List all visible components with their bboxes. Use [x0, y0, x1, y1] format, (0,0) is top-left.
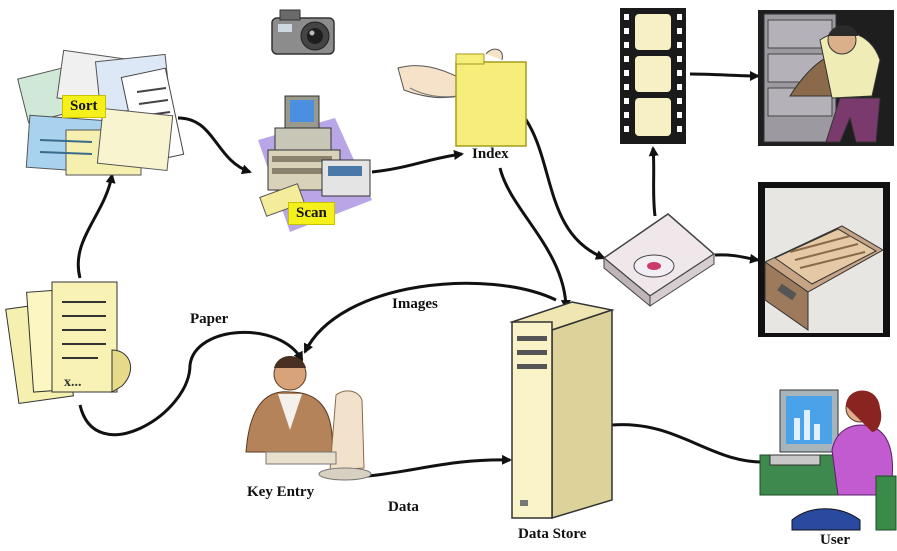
folder-in-hand-icon [397, 48, 527, 147]
index-label: Index [472, 146, 509, 162]
arrow-datastore-to-keyentry [303, 281, 557, 354]
arrow-paper-to-keyentry [78, 331, 304, 437]
scanner-workstation-icon [258, 95, 372, 232]
arrow-scan-to-index [371, 150, 464, 174]
paper-edge-label: Paper [190, 311, 229, 327]
arrow-index-to-datastore [498, 167, 571, 310]
server-tower-icon [509, 301, 615, 520]
arrow-sort-to-scan [177, 116, 252, 175]
user-at-computer-icon [759, 389, 897, 531]
file-cabinet-drawer-icon [758, 182, 890, 337]
sort-label: Sort [62, 95, 106, 118]
user-label: User [820, 532, 850, 548]
digital-camera-icon [271, 9, 335, 55]
documents-icon: x... [5, 281, 132, 404]
arrow-paper-to-sort [76, 173, 116, 279]
key-entry-label: Key Entry [247, 484, 315, 500]
arrow-film-to-clerk [689, 70, 760, 81]
scan-label: Scan [288, 202, 335, 225]
svg-text:x...: x... [64, 375, 82, 390]
file-clerk-icon [758, 10, 894, 146]
arrow-datastore-to-user [611, 423, 772, 468]
arrow-disc-to-film [648, 146, 659, 217]
data-edge-label: Data [388, 499, 419, 515]
data-store-label: Data Store [518, 526, 587, 542]
cd-drive-icon [602, 213, 716, 308]
images-edge-label: Images [392, 296, 438, 312]
data-entry-operator-icon [245, 356, 372, 481]
arrow-disc-to-drawer [714, 253, 760, 264]
film-strip-icon [620, 8, 686, 144]
